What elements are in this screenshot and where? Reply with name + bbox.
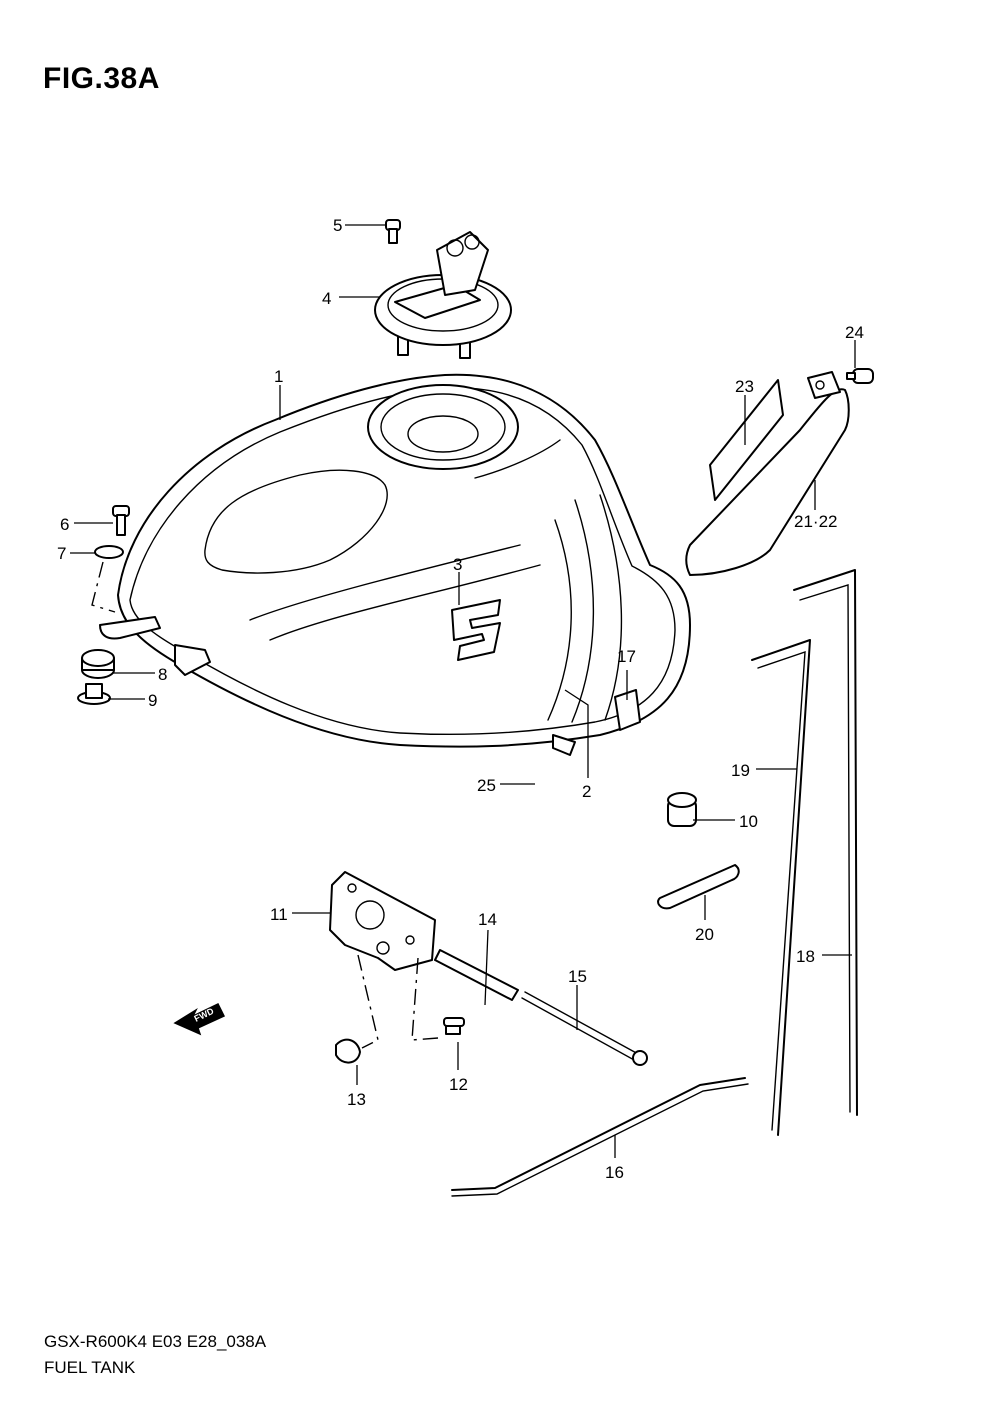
drain-hose [751,639,811,1136]
callout-6: 6 [60,515,69,534]
callout-23: 23 [735,377,754,396]
model-code: GSX-R600K4 E03 E28_038A [44,1332,267,1351]
assembly-dashline [91,561,116,613]
figure-name: FUEL TANK [44,1358,136,1377]
bolt [521,991,648,1066]
callout-5: 5 [333,216,342,235]
callout-3: 3 [453,555,462,574]
callout-15: 15 [568,967,587,986]
callout-14: 14 [478,910,497,929]
callout-2: 2 [582,782,591,801]
clamp [657,864,740,910]
rod [451,1077,746,1191]
callout-12: 12 [449,1075,468,1094]
callout-16: 16 [605,1163,624,1182]
washer [94,545,124,559]
callout-8: 8 [158,665,167,684]
callout-25: 25 [477,776,496,795]
cushion [81,649,115,679]
callout-9: 9 [148,691,157,710]
pad [709,379,784,501]
callouts: 1 2 3 4 5 6 7 8 9 10 11 12 13 14 15 16 1… [57,216,864,1182]
pipe [434,949,519,1001]
callout-1: 1 [274,367,283,386]
callout-7: 7 [57,544,66,563]
collar [77,683,111,705]
cap [667,792,697,827]
assembly-dashline [411,957,439,1041]
callout-11: 11 [270,905,288,924]
callout-17: 17 [617,647,636,666]
assembly-dashline [357,954,379,1049]
bolt [846,368,874,384]
fuel-tank [99,373,691,756]
fuel-cap [374,231,512,359]
breather-hose [793,569,858,1116]
callout-20: 20 [695,925,714,944]
leader-lines [70,224,856,1158]
damper [335,1038,361,1064]
callout-19: 19 [731,761,750,780]
fwd-arrow-icon: FWD [173,1003,226,1036]
callout-24: 24 [845,323,864,342]
screw [385,219,401,244]
callout-10: 10 [739,812,758,831]
callout-13: 13 [347,1090,366,1109]
callout-21-22: 21·22 [794,512,837,531]
bolt [443,1017,465,1035]
callout-4: 4 [322,289,331,308]
bolt [112,505,130,536]
heat-shield [685,371,850,576]
figure-title: FIG.38A [43,62,160,95]
callout-18: 18 [796,947,815,966]
